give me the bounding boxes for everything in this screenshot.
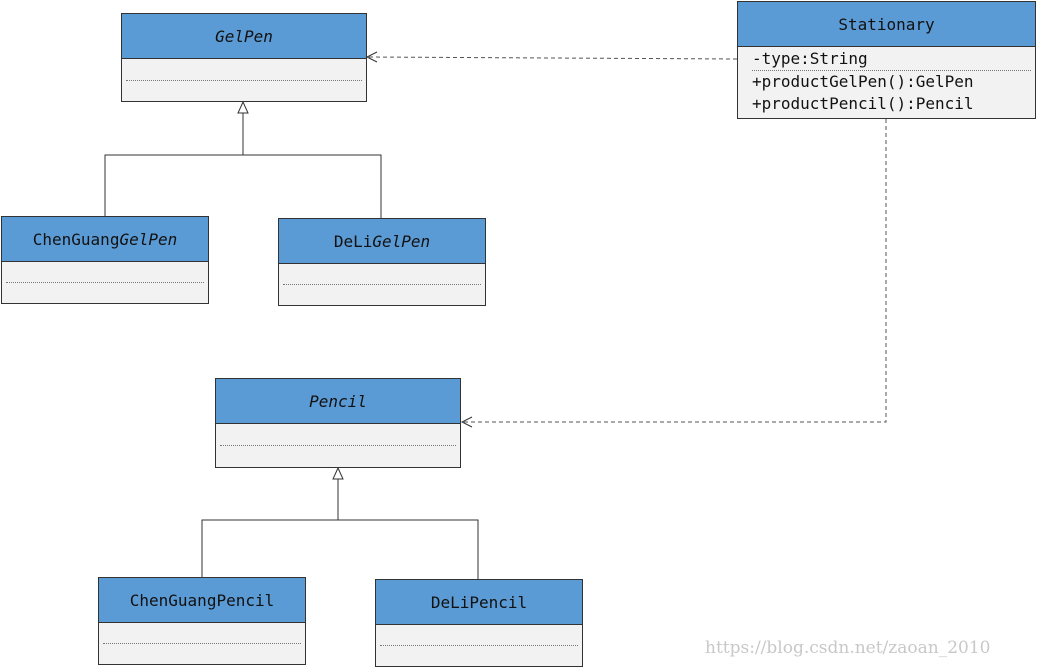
inheritance-line-deli-gelpen [243, 154, 382, 218]
class-gelpen-header: GelPen [122, 14, 366, 59]
class-deli-pencil-name: DeLiPencil [430, 592, 528, 612]
class-deli-pencil[interactable]: DeLiPencil [375, 579, 583, 667]
inheritance-line-chenguang-pencil [201, 479, 339, 577]
class-name-suffix: GelPen [372, 231, 431, 251]
class-gelpen[interactable]: GelPen [121, 13, 367, 102]
inheritance-line-chenguang-gelpen [104, 113, 244, 216]
compartment-divider [6, 282, 204, 283]
class-deli-pencil-body [376, 625, 582, 666]
class-pencil-header: Pencil [216, 379, 460, 424]
dependency-arrowhead-pencil [460, 416, 473, 428]
class-deli-pencil-header: DeLiPencil [376, 580, 582, 625]
compartment-divider [220, 445, 456, 446]
class-stationary-name: Stationary [838, 14, 935, 34]
method-product-pencil: +productPencil():Pencil [752, 94, 974, 113]
class-gelpen-body [122, 59, 366, 101]
inheritance-arrowhead-pencil [332, 466, 344, 480]
class-chenguang-gelpen-name: ChenGuangGelPen [33, 230, 178, 249]
method-product-gelpen: +productGelPen():GelPen [752, 72, 974, 91]
class-gelpen-name: GelPen [215, 26, 273, 46]
class-stationary-body: -type:String +productGelPen():GelPen +pr… [738, 47, 1035, 115]
dependency-arrowhead-gelpen [365, 51, 378, 63]
class-chenguang-pencil[interactable]: ChenGuangPencil [98, 577, 306, 665]
class-chenguang-gelpen[interactable]: ChenGuangGelPen [1, 216, 209, 304]
compartment-divider [103, 643, 301, 644]
class-pencil-body [216, 424, 460, 467]
class-deli-gelpen-name: DeLiGelPen [334, 232, 430, 251]
class-stationary-header: Stationary [738, 2, 1035, 47]
class-pencil-name: Pencil [309, 391, 367, 411]
compartment-divider [126, 80, 362, 81]
dependency-line-pencil [462, 119, 887, 423]
class-name-prefix: ChenGuang [32, 229, 120, 249]
watermark-url: https://blog.csdn.net/zaoan_2010 [705, 638, 991, 658]
attribute-type: -type:String [752, 48, 1031, 71]
class-pencil[interactable]: Pencil [215, 378, 461, 468]
class-chenguang-pencil-name: ChenGuangPencil [129, 590, 275, 610]
class-deli-gelpen[interactable]: DeLiGelPen [278, 218, 486, 306]
class-name-prefix: DeLi [333, 231, 373, 251]
class-chenguang-pencil-body [99, 623, 305, 664]
class-chenguang-pencil-header: ChenGuangPencil [99, 578, 305, 623]
compartment-divider [283, 284, 481, 285]
class-deli-gelpen-header: DeLiGelPen [279, 219, 485, 264]
inheritance-line-deli-pencil [338, 519, 479, 579]
class-chenguang-gelpen-body [2, 262, 208, 303]
compartment-divider [380, 645, 578, 646]
class-deli-gelpen-body [279, 264, 485, 305]
class-name-suffix: GelPen [119, 229, 178, 249]
dependency-line-gelpen [367, 56, 738, 60]
inheritance-arrowhead-gelpen [237, 100, 249, 114]
class-stationary[interactable]: Stationary -type:String +productGelPen()… [737, 1, 1036, 119]
class-chenguang-gelpen-header: ChenGuangGelPen [2, 217, 208, 262]
